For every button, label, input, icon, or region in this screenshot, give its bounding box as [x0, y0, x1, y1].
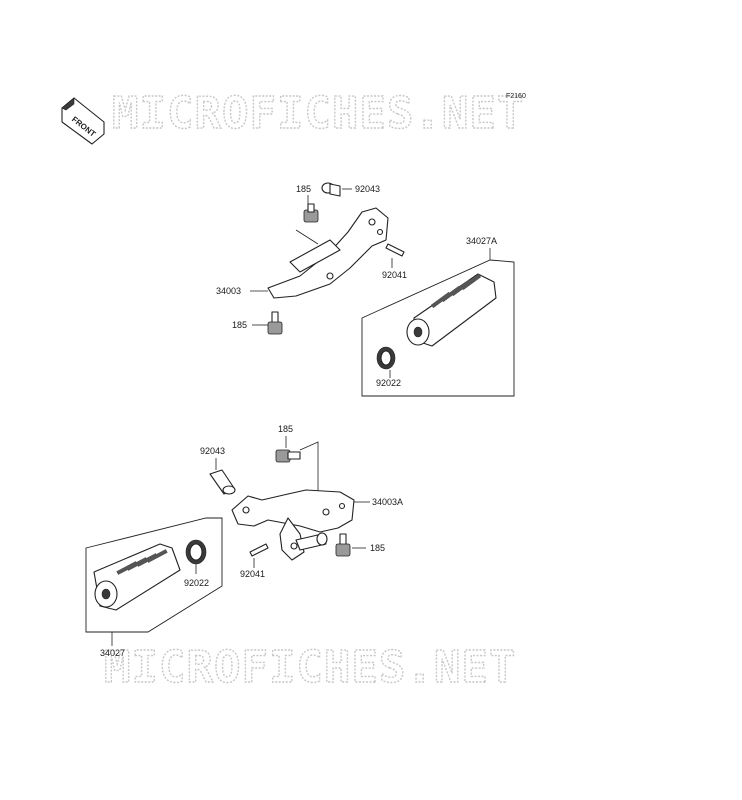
watermark-bottom: MICROFICHES.NET	[104, 642, 516, 693]
cotter-92041-upper	[385, 243, 405, 257]
label-185-mid: 185	[232, 320, 247, 330]
label-92043-lower: 92043	[200, 446, 225, 456]
label-92041-lower: 92041	[240, 569, 265, 579]
pin-92043-upper	[321, 182, 341, 197]
bolt-185-lower-top	[275, 449, 301, 463]
pivot-pin	[295, 532, 328, 551]
bolt-185-lower-right	[335, 533, 351, 557]
washer-92022-left	[185, 539, 207, 565]
label-34027: 34027	[100, 648, 125, 658]
bolt-185-mid	[267, 311, 283, 335]
label-34003A: 34003A	[372, 497, 403, 507]
figure-code: F2160	[506, 93, 526, 100]
bracket-34003	[267, 207, 389, 299]
box-34027A	[361, 259, 515, 397]
label-185-lower-top: 185	[278, 424, 293, 434]
bolt-185-upper	[303, 203, 319, 223]
footpeg-rubber-left	[93, 543, 181, 611]
washer-92022-right	[376, 346, 396, 370]
label-92022-right: 92022	[376, 378, 401, 388]
front-arrow-icon: FRONT	[61, 97, 105, 145]
box-34027	[85, 517, 223, 633]
label-185-lower-right: 185	[370, 543, 385, 553]
label-34027A: 34027A	[466, 236, 497, 246]
label-185-upper: 185	[296, 184, 311, 194]
cotter-92041-lower	[249, 543, 269, 557]
watermark-top: MICROFICHES.NET	[112, 88, 524, 139]
pin-92043-lower	[209, 469, 236, 495]
label-92022-left: 92022	[184, 578, 209, 588]
label-92041-upper: 92041	[382, 270, 407, 280]
leader-185-bracket	[299, 441, 319, 500]
bracket-34003A	[231, 489, 355, 561]
footpeg-rubber-right	[406, 273, 497, 347]
label-34003: 34003	[216, 286, 241, 296]
label-92043-upper: 92043	[355, 184, 380, 194]
